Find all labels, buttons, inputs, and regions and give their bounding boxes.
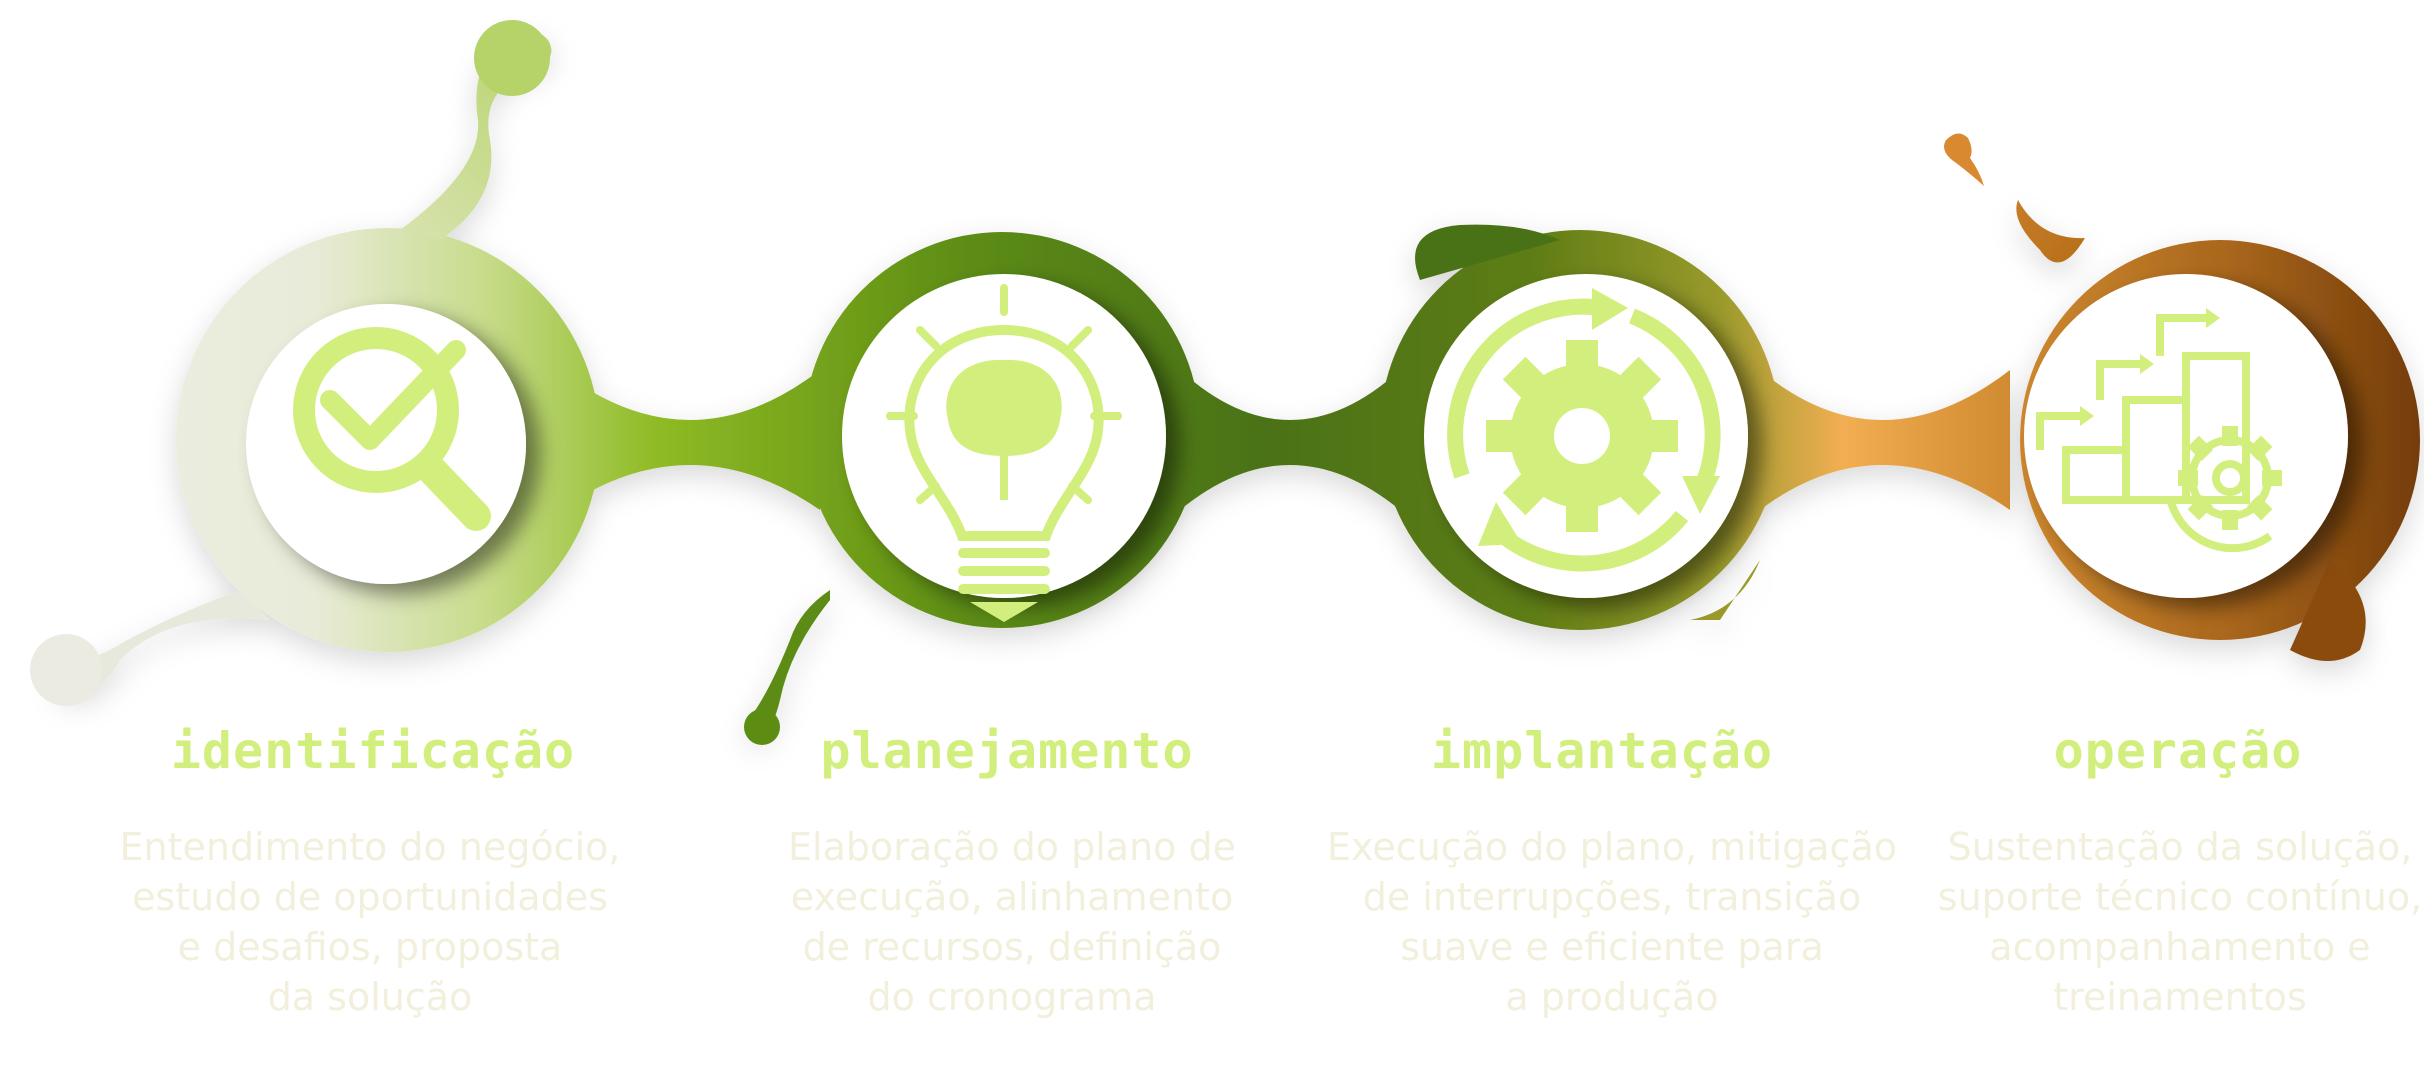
description-line: do cronograma	[867, 975, 1157, 1019]
step-description: Sustentação da solução, suporte técnico …	[1880, 822, 2424, 1022]
step-title: identificação	[170, 722, 576, 780]
step-description: Elaboração do plano de execução, alinham…	[712, 822, 1312, 1022]
description-line: estudo de oportunidades	[132, 875, 608, 919]
step-title: implantação	[1430, 722, 1774, 780]
description-line: suave e eficiente para	[1400, 925, 1824, 969]
description-line: execução, alinhamento	[790, 875, 1234, 919]
description-line: Execução do plano, mitigação	[1327, 825, 1897, 869]
description-line: a produção	[1505, 975, 1719, 1019]
description-line: e desafios, proposta	[177, 925, 563, 969]
droplet	[1944, 133, 1984, 186]
droplet	[30, 634, 102, 706]
gear-cycle-icon	[1447, 288, 1721, 572]
step-node	[2024, 274, 2348, 598]
lightbulb-brain-icon	[886, 284, 1122, 622]
step-description: Entendimento do negócio, estudo de oport…	[70, 822, 670, 1022]
magnifier-check-icon	[293, 327, 491, 531]
description-line: Entendimento do negócio,	[119, 825, 621, 869]
description-line: treinamentos	[2053, 975, 2307, 1019]
description-line: de recursos, definição	[802, 925, 1222, 969]
steps-gear-icon	[2036, 308, 2282, 553]
description-line: de interrupções, transição	[1362, 875, 1862, 919]
description-line: acompanhamento e	[1989, 925, 2371, 969]
step-title: planejamento	[820, 722, 1194, 780]
step-description: Execução do plano, mitigação de interrup…	[1312, 822, 1912, 1022]
step-node	[842, 274, 1166, 622]
description-line: Elaboração do plano de	[788, 825, 1236, 869]
description-line: Sustentação da solução,	[1947, 825, 2413, 869]
droplet	[744, 709, 780, 745]
step-title: operação	[2053, 722, 2303, 780]
droplet	[474, 20, 550, 96]
description-line: suporte técnico contínuo,	[1937, 875, 2423, 919]
description-line: da solução	[267, 975, 473, 1019]
step-node	[246, 304, 526, 584]
step-node	[1424, 274, 1748, 598]
